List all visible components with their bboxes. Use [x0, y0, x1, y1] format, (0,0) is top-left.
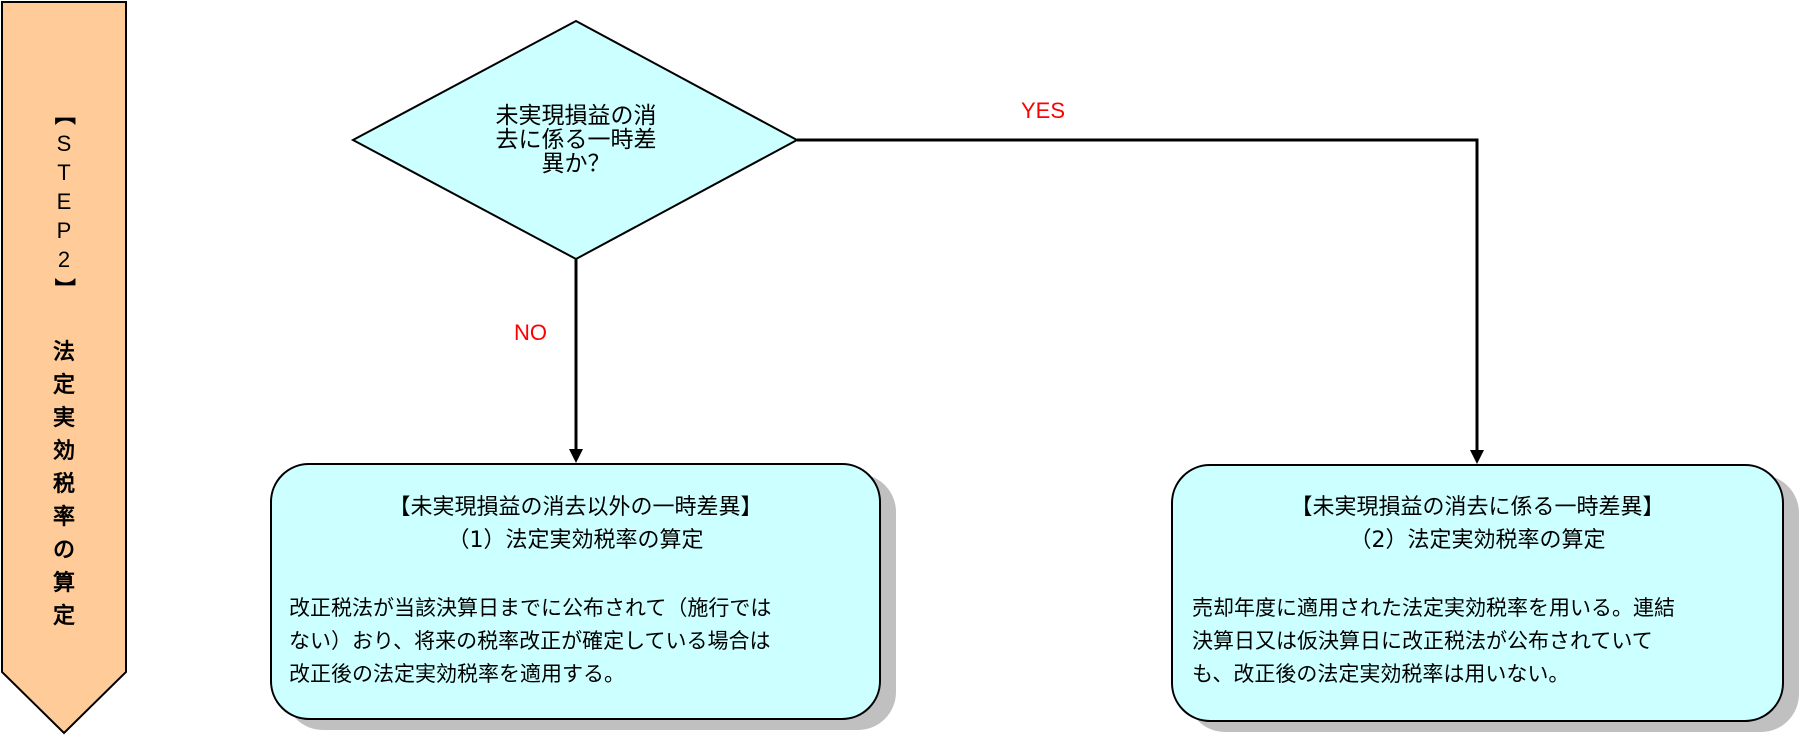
- no-arrowhead-icon: [569, 449, 583, 463]
- right-box-subtitle-line: （2）法定実効税率の算定: [1349, 528, 1606, 553]
- left-box-body-line: 改正税法が当該決算日までに公布されて（施行では: [289, 596, 772, 620]
- left-process-box: [270, 463, 881, 720]
- banner-title-char: 率: [52, 505, 75, 530]
- banner-title-char: 定: [52, 604, 75, 629]
- banner-bracket-close: 】: [52, 278, 77, 299]
- right-box-body-line: 決算日又は仮決算日に改正税法が公布されていて: [1192, 629, 1653, 653]
- banner-title-char: 実: [52, 406, 75, 431]
- left-box-body: 改正税法が当該決算日までに公布されて（施行では ない）おり、将来の税率改正が確定…: [289, 592, 771, 691]
- right-box-title: 【未実現損益の消去に係る一時差異】 （2）法定実効税率の算定: [1172, 491, 1783, 557]
- yes-arrowhead-icon: [1470, 450, 1484, 464]
- left-box-title: 【未実現損益の消去以外の一時差異】 （1）法定実効税率の算定: [271, 491, 880, 557]
- banner-letter: T: [57, 160, 71, 185]
- banner-letter: E: [56, 189, 72, 214]
- banner-title-char: の: [52, 538, 75, 563]
- banner-letter: S: [56, 131, 72, 156]
- decision-line: 未実現損益の消: [495, 103, 657, 129]
- step-banner-shape: [0, 1, 127, 735]
- banner-letter: P: [56, 218, 72, 243]
- decision-line: 異か？: [541, 151, 611, 177]
- decision-diamond: [350, 19, 800, 261]
- banner-title-char: 税: [52, 472, 75, 497]
- banner-title-char: 法: [52, 340, 75, 365]
- yes-label: YES: [1021, 98, 1066, 123]
- step-banner-label: 【 S T E P 2 】 法 定 実 効 税 率 の 算 定: [2, 100, 126, 633]
- right-box-title-line: 【未実現損益の消去に係る一時差異】: [1290, 495, 1665, 520]
- banner-bracket-open: 【: [52, 104, 77, 125]
- decision-line: 去に係る一時差: [495, 127, 657, 153]
- banner-letter: 2: [57, 247, 71, 272]
- yes-connector: [797, 138, 1479, 454]
- banner-title-char: 算: [52, 571, 75, 596]
- banner-title-char: 定: [52, 373, 75, 398]
- banner-title-char: 効: [52, 439, 75, 464]
- right-box-body-line: 売却年度に適用された法定実効税率を用いる。連結: [1192, 596, 1675, 620]
- no-label: NO: [514, 320, 547, 345]
- left-box-title-line: 【未実現損益の消去以外の一時差異】: [388, 495, 763, 520]
- right-process-box: [1171, 464, 1784, 722]
- left-box-body-line: ない）おり、将来の税率改正が確定している場合は: [289, 629, 771, 653]
- right-box-body-line: も、改正後の法定実効税率は用いない。: [1192, 662, 1570, 686]
- decision-question: 未実現損益の消 去に係る一時差 異か？: [470, 104, 682, 176]
- left-box-body-line: 改正後の法定実効税率を適用する。: [289, 662, 625, 686]
- right-box-body: 売却年度に適用された法定実効税率を用いる。連結 決算日又は仮決算日に改正税法が公…: [1192, 592, 1675, 691]
- left-box-subtitle-line: （1）法定実効税率の算定: [447, 528, 704, 553]
